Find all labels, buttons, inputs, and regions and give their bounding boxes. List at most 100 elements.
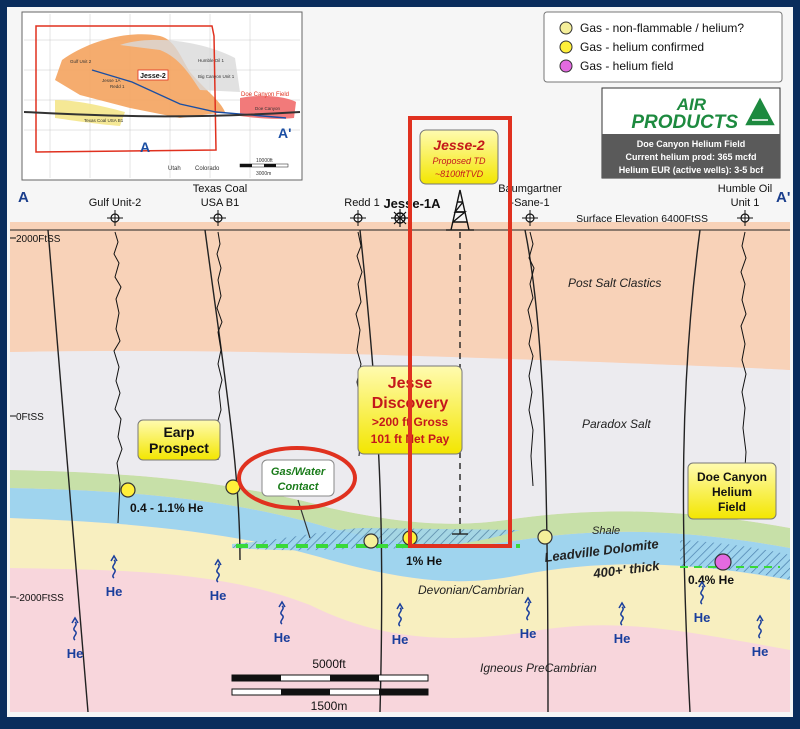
inset-state-left: Utah [168, 166, 181, 172]
inset-map: Jesse-2 Doe Canyon Field A A' Utah Color… [21, 11, 303, 181]
field-production: Current helium prod: 365 mcfd [625, 152, 756, 162]
gas-marker-earp [120, 482, 136, 498]
scale-ft-label: 5000ft [312, 657, 346, 671]
he-migration-arrow: He [694, 580, 711, 625]
inset-yellow-area [55, 100, 125, 126]
legend-label-confirmed: Gas - helium confirmed [580, 40, 704, 54]
well-symbols [107, 189, 753, 231]
he-migration-arrow: He [274, 600, 291, 645]
inset-well-names: Gulf Unit 2 Texas Coal USA B1 Redd 1 Jes… [70, 58, 281, 123]
inset-well-name: Big Canyon Unit 1 [198, 74, 235, 79]
earp-line1: Earp [163, 424, 194, 440]
he-label: He [520, 626, 537, 641]
log-trace [527, 231, 535, 487]
leadville-layer [10, 488, 790, 582]
he-migration-arrow: He [614, 601, 631, 646]
jesse2-box [419, 129, 499, 185]
depth-label-minus2000: -2000FtSS [16, 593, 64, 604]
legend: Gas - non-flammable / helium? Gas - heli… [543, 11, 783, 83]
field-eur: Helium EUR (active wells): 3-5 bcf [619, 165, 765, 175]
well-names: Gulf Unit-2 Texas Coal USA B1 Redd 1 Jes… [89, 183, 772, 211]
surface-elevation-label: Surface Elevation 6400FtSS [576, 213, 708, 225]
well-symbol-jesse1a [391, 209, 409, 227]
gas-water-callout: Gas/Water Contact [237, 446, 357, 539]
well-name-baum-2: -Sane-1 [510, 197, 549, 209]
earp-line2: Prospect [149, 440, 209, 456]
he-value-jesse: 1% He [406, 554, 442, 568]
doe-line1: Doe Canyon [697, 470, 767, 484]
doe-line2: Helium [712, 485, 752, 499]
he-migration-arrow: He [392, 602, 409, 647]
well-name-redd: Redd 1 [344, 197, 379, 209]
inset-well-label: Jesse-2 [140, 73, 166, 80]
inset-well-name: Redd 1 [110, 84, 125, 89]
he-label: He [392, 632, 409, 647]
derrick-icon [446, 189, 474, 231]
air-products-info-band [602, 134, 780, 178]
depth-label-0: 0FtSS [16, 412, 44, 423]
gas-zone-doe [680, 540, 790, 580]
inset-road [23, 111, 301, 118]
unit-devonian: Devonian/Cambrian [418, 583, 524, 597]
inset-well-name: Doe Canyon [255, 106, 281, 111]
well-name-humble-2: Unit 1 [731, 197, 760, 209]
fault-2 [204, 229, 241, 561]
inset-well-name: Jesse 1A [102, 78, 121, 83]
well-name-baum-1: Baumgartner [498, 183, 562, 195]
well-symbol-texas [210, 210, 226, 226]
inset-well-name: Texas Coal USA B1 [84, 118, 124, 123]
gas-marker-baum [537, 529, 553, 545]
gas-markers [120, 479, 732, 571]
inset-well-name: Humble Oil 1 [198, 58, 225, 63]
air-products-logo-icon [742, 94, 778, 127]
he-label: He [614, 631, 631, 646]
doe-line3: Field [718, 500, 746, 514]
he-values: 0.4 - 1.1% He 1% He 0.4% He [130, 501, 734, 587]
earp-box [137, 419, 221, 461]
well-name-texas-1: Texas Coal [193, 183, 247, 195]
section-a-prime-label: A' [776, 189, 790, 206]
he-label: He [752, 644, 769, 659]
inset-state-right: Colorado [195, 166, 220, 172]
he-label: He [67, 646, 84, 661]
depth-labels: 2000FtSS 0FtSS -2000FtSS [10, 234, 64, 604]
gas-marker-doe [714, 553, 732, 571]
faults [47, 229, 701, 713]
he-value-earp: 0.4 - 1.1% He [130, 501, 204, 515]
inset-scale-1: 10000ft [256, 158, 273, 164]
depth-label-2000: 2000FtSS [16, 234, 61, 245]
he-label: He [210, 588, 227, 603]
he-migration-arrow: He [210, 558, 227, 603]
he-label: He [694, 610, 711, 625]
field-title: Doe Canyon Helium Field [637, 139, 746, 149]
logo-air: AIR [676, 95, 707, 114]
well-name-humble-1: Humble Oil [718, 183, 772, 195]
unit-shale: Shale [592, 525, 620, 537]
shale-layer [10, 470, 790, 548]
well-name-gulf: Gulf Unit-2 [89, 197, 142, 209]
scale-bar: 5000ft 1500m [231, 657, 429, 713]
inset-well-name: Gulf Unit 2 [70, 59, 92, 64]
gas-marker-redd [363, 533, 379, 549]
doe-callout: Doe Canyon Helium Field [687, 462, 777, 520]
jesse2-depth: ~8100ftTVD [435, 169, 484, 179]
inset-a-prime-label: A' [278, 125, 291, 141]
scale-m-label: 1500m [311, 699, 348, 713]
he-migration-arrow: He [752, 614, 769, 659]
contact-circle [237, 446, 357, 510]
well-name-jesse1a: Jesse-1A [383, 196, 441, 211]
doe-box [687, 462, 777, 520]
contact-line2: Contact [278, 481, 320, 493]
legend-swatch-confirmed [559, 40, 573, 54]
legend-swatch-field [559, 59, 573, 73]
he-label: He [274, 630, 291, 645]
earp-callout: Earp Prospect [137, 419, 221, 461]
contact-line1: Gas/Water [271, 466, 326, 478]
log-trace [740, 231, 747, 519]
inset-a-label: A [140, 139, 150, 155]
well-name-texas-2: USA B1 [201, 197, 240, 209]
unit-igneous: Igneous PreCambrian [480, 661, 597, 675]
well-symbol-gulf [107, 210, 123, 226]
